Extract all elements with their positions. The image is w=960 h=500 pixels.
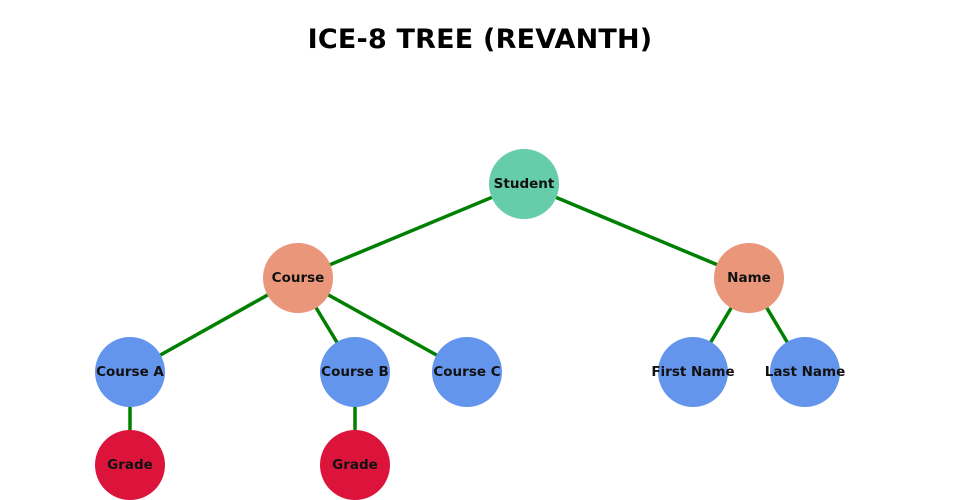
node-label-name: Name bbox=[727, 270, 771, 286]
node-course: Course bbox=[263, 243, 333, 313]
node-label-course-b: Course B bbox=[321, 364, 389, 380]
node-circle-grade-a bbox=[95, 430, 165, 500]
node-course-a: Course A bbox=[95, 337, 165, 407]
node-circle-student bbox=[489, 149, 559, 219]
node-first-name: First Name bbox=[651, 337, 735, 407]
node-label-course: Course bbox=[272, 270, 325, 286]
node-circle-last-name bbox=[770, 337, 840, 407]
diagram-title: ICE-8 TREE (REVANTH) bbox=[307, 24, 653, 55]
node-label-student: Student bbox=[494, 176, 555, 192]
node-label-last-name: Last Name bbox=[765, 364, 846, 380]
node-circle-course-c bbox=[432, 337, 502, 407]
node-grade-b: Grade bbox=[320, 430, 390, 500]
node-label-course-c: Course C bbox=[433, 364, 500, 380]
node-circle-first-name bbox=[658, 337, 728, 407]
node-circle-course bbox=[263, 243, 333, 313]
node-label-course-a: Course A bbox=[96, 364, 164, 380]
node-circle-grade-b bbox=[320, 430, 390, 500]
edges-layer bbox=[128, 182, 807, 465]
node-last-name: Last Name bbox=[765, 337, 846, 407]
node-label-grade-a: Grade bbox=[107, 457, 153, 473]
edge-student-course bbox=[297, 182, 525, 280]
node-circle-course-b bbox=[320, 337, 390, 407]
node-circle-name bbox=[714, 243, 784, 313]
node-course-b: Course B bbox=[320, 337, 390, 407]
node-label-first-name: First Name bbox=[651, 364, 734, 380]
edge-student-name bbox=[523, 182, 750, 280]
node-student: Student bbox=[489, 149, 559, 219]
node-circle-course-a bbox=[95, 337, 165, 407]
node-grade-a: Grade bbox=[95, 430, 165, 500]
node-course-c: Course C bbox=[432, 337, 502, 407]
node-name: Name bbox=[714, 243, 784, 313]
node-label-grade-b: Grade bbox=[332, 457, 378, 473]
